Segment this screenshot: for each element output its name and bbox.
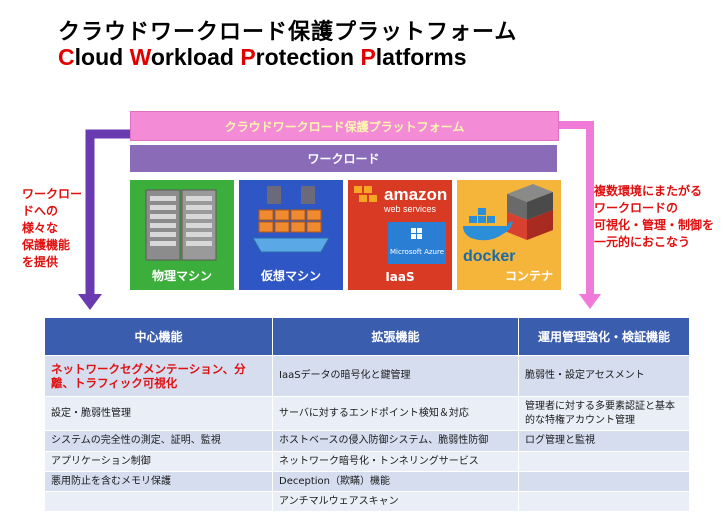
table-cell: [518, 471, 690, 492]
table-cell: ネットワークセグメンテーション、分離、トラフィック可視化: [44, 355, 273, 397]
right-note-line: 可視化・管理・制御を: [594, 218, 715, 232]
server-rack-icon: [145, 189, 217, 261]
table-row: 設定・脆弱性管理 サーバに対するエンドポイント検知＆対応 管理者に対する多要素認…: [44, 396, 690, 431]
table-cell: 設定・脆弱性管理: [44, 396, 273, 431]
header-core: 中心機能: [44, 317, 273, 356]
left-note-line: を提供: [22, 255, 59, 269]
table-cell: 管理者に対する多要素認証と基本的な特権アカウント管理: [518, 396, 690, 431]
table-cell: [518, 451, 690, 472]
table-cell: 脆弱性・設定アセスメント: [518, 355, 690, 397]
tile-label-physical: 物理マシン: [151, 269, 212, 283]
left-note: ワークロー ドへの 様々な 保護機能 を提供: [22, 186, 92, 271]
title-en-cap-3: P: [240, 44, 256, 70]
title-en-rest-3: rotection: [255, 44, 361, 70]
table-cell: 悪用防止を含むメモリ保護: [44, 471, 273, 492]
title-en-rest-1: loud: [74, 44, 130, 70]
table-header-row: 中心機能 拡張機能 運用管理強化・検証機能: [44, 317, 690, 356]
tile-label-iaas: IaaS: [385, 270, 415, 284]
table-cell: システムの完全性の測定、証明、監視: [44, 430, 273, 452]
table-cell: ログ管理と監視: [518, 430, 690, 452]
container-stack-icon: [463, 184, 553, 241]
left-note-line: 様々な: [22, 221, 59, 235]
aws-logo-sub: web services: [384, 204, 437, 214]
table-cell: サーバに対するエンドポイント検知＆対応: [272, 396, 519, 431]
tile-container: docker コンテナ: [457, 180, 561, 290]
table-cell: IaaSデータの暗号化と鍵管理: [272, 355, 519, 397]
table-cell: [518, 491, 690, 512]
left-note-line: 保護機能: [22, 238, 71, 252]
table-cell: [44, 491, 273, 512]
header-extended: 拡張機能: [272, 317, 519, 356]
table-row: ネットワークセグメンテーション、分離、トラフィック可視化 IaaSデータの暗号化…: [44, 355, 690, 397]
right-arrow-head: [579, 294, 601, 309]
tile-label-virtual: 仮想マシン: [260, 269, 321, 283]
tile-physical-machine: 物理マシン: [130, 180, 234, 290]
table-row: システムの完全性の測定、証明、監視 ホストベースの侵入防御システム、脆弱性防御 …: [44, 430, 690, 452]
tile-virtual-machine: 仮想マシン: [239, 180, 343, 290]
aws-logo-word: amazon: [384, 185, 448, 204]
table-row: アプリケーション制御 ネットワーク暗号化・トンネリングサービス: [44, 451, 690, 472]
table-cell: アンチマルウェアスキャン: [272, 491, 519, 512]
left-arrow-shaft: [85, 129, 130, 296]
tile-label-container: コンテナ: [504, 269, 553, 283]
table-cell: ホストベースの侵入防御システム、脆弱性防御: [272, 430, 519, 452]
header-ops: 運用管理強化・検証機能: [518, 317, 690, 356]
feature-table: 中心機能 拡張機能 運用管理強化・検証機能 ネットワークセグメンテーション、分離…: [44, 317, 690, 512]
aws-cubes-icon: [354, 186, 377, 202]
right-note: 複数環境にまたがる ワークロードの 可視化・管理・制御を 一元的におこなう: [594, 183, 719, 251]
table-cell: Deception（欺瞞）機能: [272, 471, 519, 492]
azure-logo-text: Microsoft Azure: [389, 248, 444, 256]
right-note-line: ワークロードの: [594, 201, 679, 215]
tile-iaas: amazon web services Microsoft Azure IaaS: [348, 180, 452, 290]
left-note-line: ドへの: [22, 204, 59, 218]
title-en-cap-2: W: [129, 44, 151, 70]
table-row: アンチマルウェアスキャン: [44, 491, 690, 512]
right-arrow-shaft: [557, 121, 594, 296]
docker-whale-icon: [463, 221, 513, 241]
right-note-line: 一元的におこなう: [594, 235, 691, 249]
platform-bar: クラウドワークロード保護プラットフォーム: [130, 111, 559, 141]
title-en-cap-4: P: [360, 44, 376, 70]
table-cell: アプリケーション制御: [44, 451, 273, 472]
right-note-line: 複数環境にまたがる: [594, 184, 703, 198]
azure-logo-icon: [411, 228, 422, 239]
table-row: 悪用防止を含むメモリ保護 Deception（欺瞞）機能: [44, 471, 690, 492]
title-en-rest-2: orkload: [150, 44, 241, 70]
workload-bar: ワークロード: [130, 145, 557, 172]
docker-logo-text: docker: [463, 248, 516, 265]
table-cell: ネットワーク暗号化・トンネリングサービス: [272, 451, 519, 472]
title-en-rest-4: latforms: [375, 44, 467, 70]
left-arrow-head: [78, 294, 102, 310]
page-title-jp: クラウドワークロード保護プラットフォーム: [58, 20, 518, 45]
page-title-en: Cloud Workload Protection Platforms: [58, 44, 467, 71]
azure-badge: Microsoft Azure: [388, 222, 446, 264]
left-note-line: ワークロー: [22, 187, 83, 201]
title-en-cap-1: C: [58, 44, 75, 70]
virtual-server-icon: [252, 186, 330, 253]
